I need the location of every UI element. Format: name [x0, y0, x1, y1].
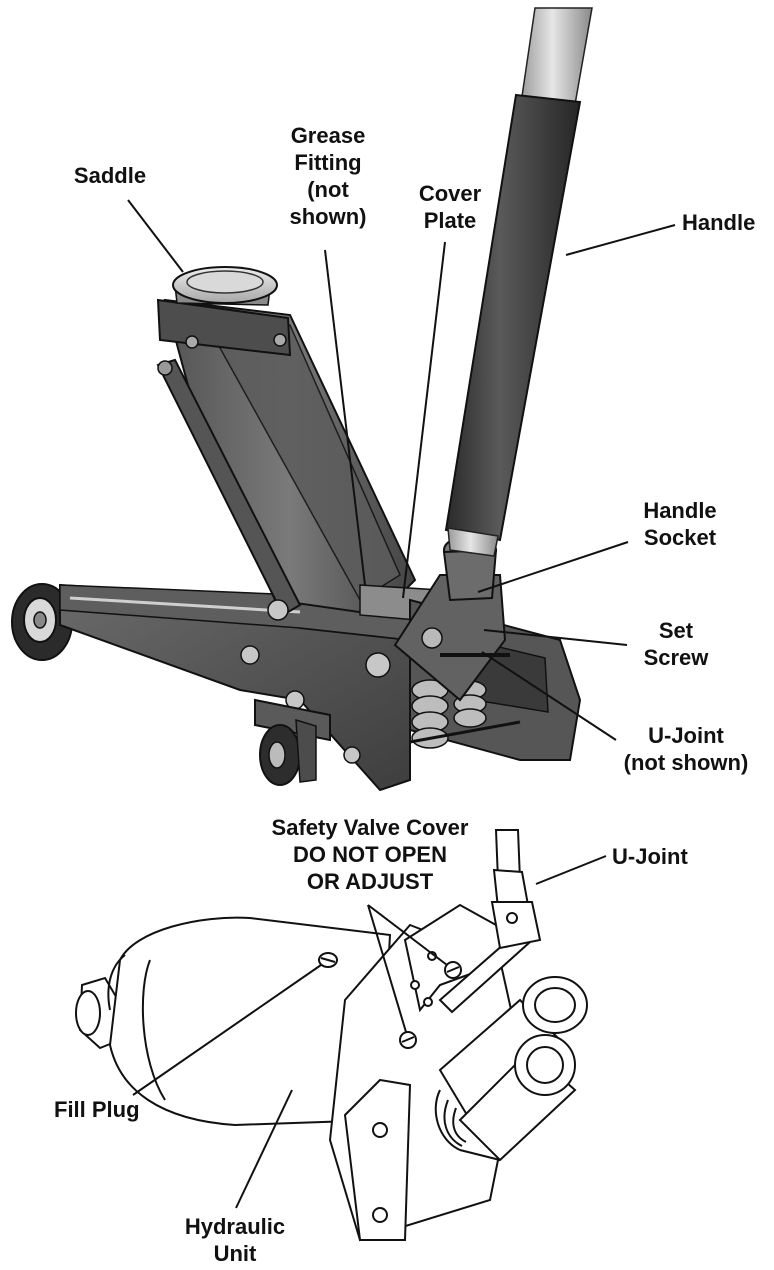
fill-plug-label: Fill Plug — [54, 1097, 140, 1122]
pump-cylinders — [434, 976, 588, 1162]
saddle — [156, 266, 292, 357]
handle-label: Handle — [682, 210, 756, 235]
hydraulic-unit-drawing — [75, 829, 588, 1242]
floor-jack — [11, 7, 593, 792]
cover-plate-label: Cover Plate — [418, 181, 482, 233]
set-screw-leader — [483, 629, 628, 646]
safety-valve-cover-label: Safety Valve Cover DO NOT OPEN OR ADJUST — [271, 815, 469, 894]
reservoir-cylinder — [108, 916, 392, 1127]
handle-socket-leader — [477, 541, 629, 593]
hydraulic-unit-label: Hydraulic Unit — [184, 1214, 286, 1266]
safety-valve-leader-1 — [367, 904, 448, 966]
fill-plug-leader — [132, 964, 322, 1096]
handle — [444, 7, 593, 557]
front-caster — [254, 698, 331, 786]
rear-wheel — [11, 583, 73, 661]
cover-plate-leader — [402, 241, 446, 599]
leader-lines — [127, 199, 676, 1209]
grease-fitting-label: Grease Fitting (not shown) — [289, 123, 367, 229]
u-joint-not-shown-leader — [481, 651, 617, 741]
handle-socket — [393, 535, 510, 702]
u-joint-not-shown-label: U-Joint (not shown) — [623, 723, 749, 775]
handle-leader — [565, 224, 676, 256]
u-joint-label: U-Joint — [612, 844, 688, 869]
u-joint-leader — [535, 855, 607, 885]
safety-valve-covers — [399, 951, 462, 1049]
fill-plug — [318, 952, 338, 968]
safety-valve-leader-2 — [367, 904, 407, 1033]
handle-socket-label: Handle Socket — [643, 498, 717, 550]
grease-fitting-leader — [324, 249, 366, 586]
u-joint-part — [490, 829, 542, 950]
saddle-leader — [127, 199, 184, 273]
hydraulic-unit-leader — [235, 1089, 293, 1209]
set-screw-label: Set Screw — [643, 618, 709, 670]
saddle-label: Saddle — [73, 163, 147, 188]
